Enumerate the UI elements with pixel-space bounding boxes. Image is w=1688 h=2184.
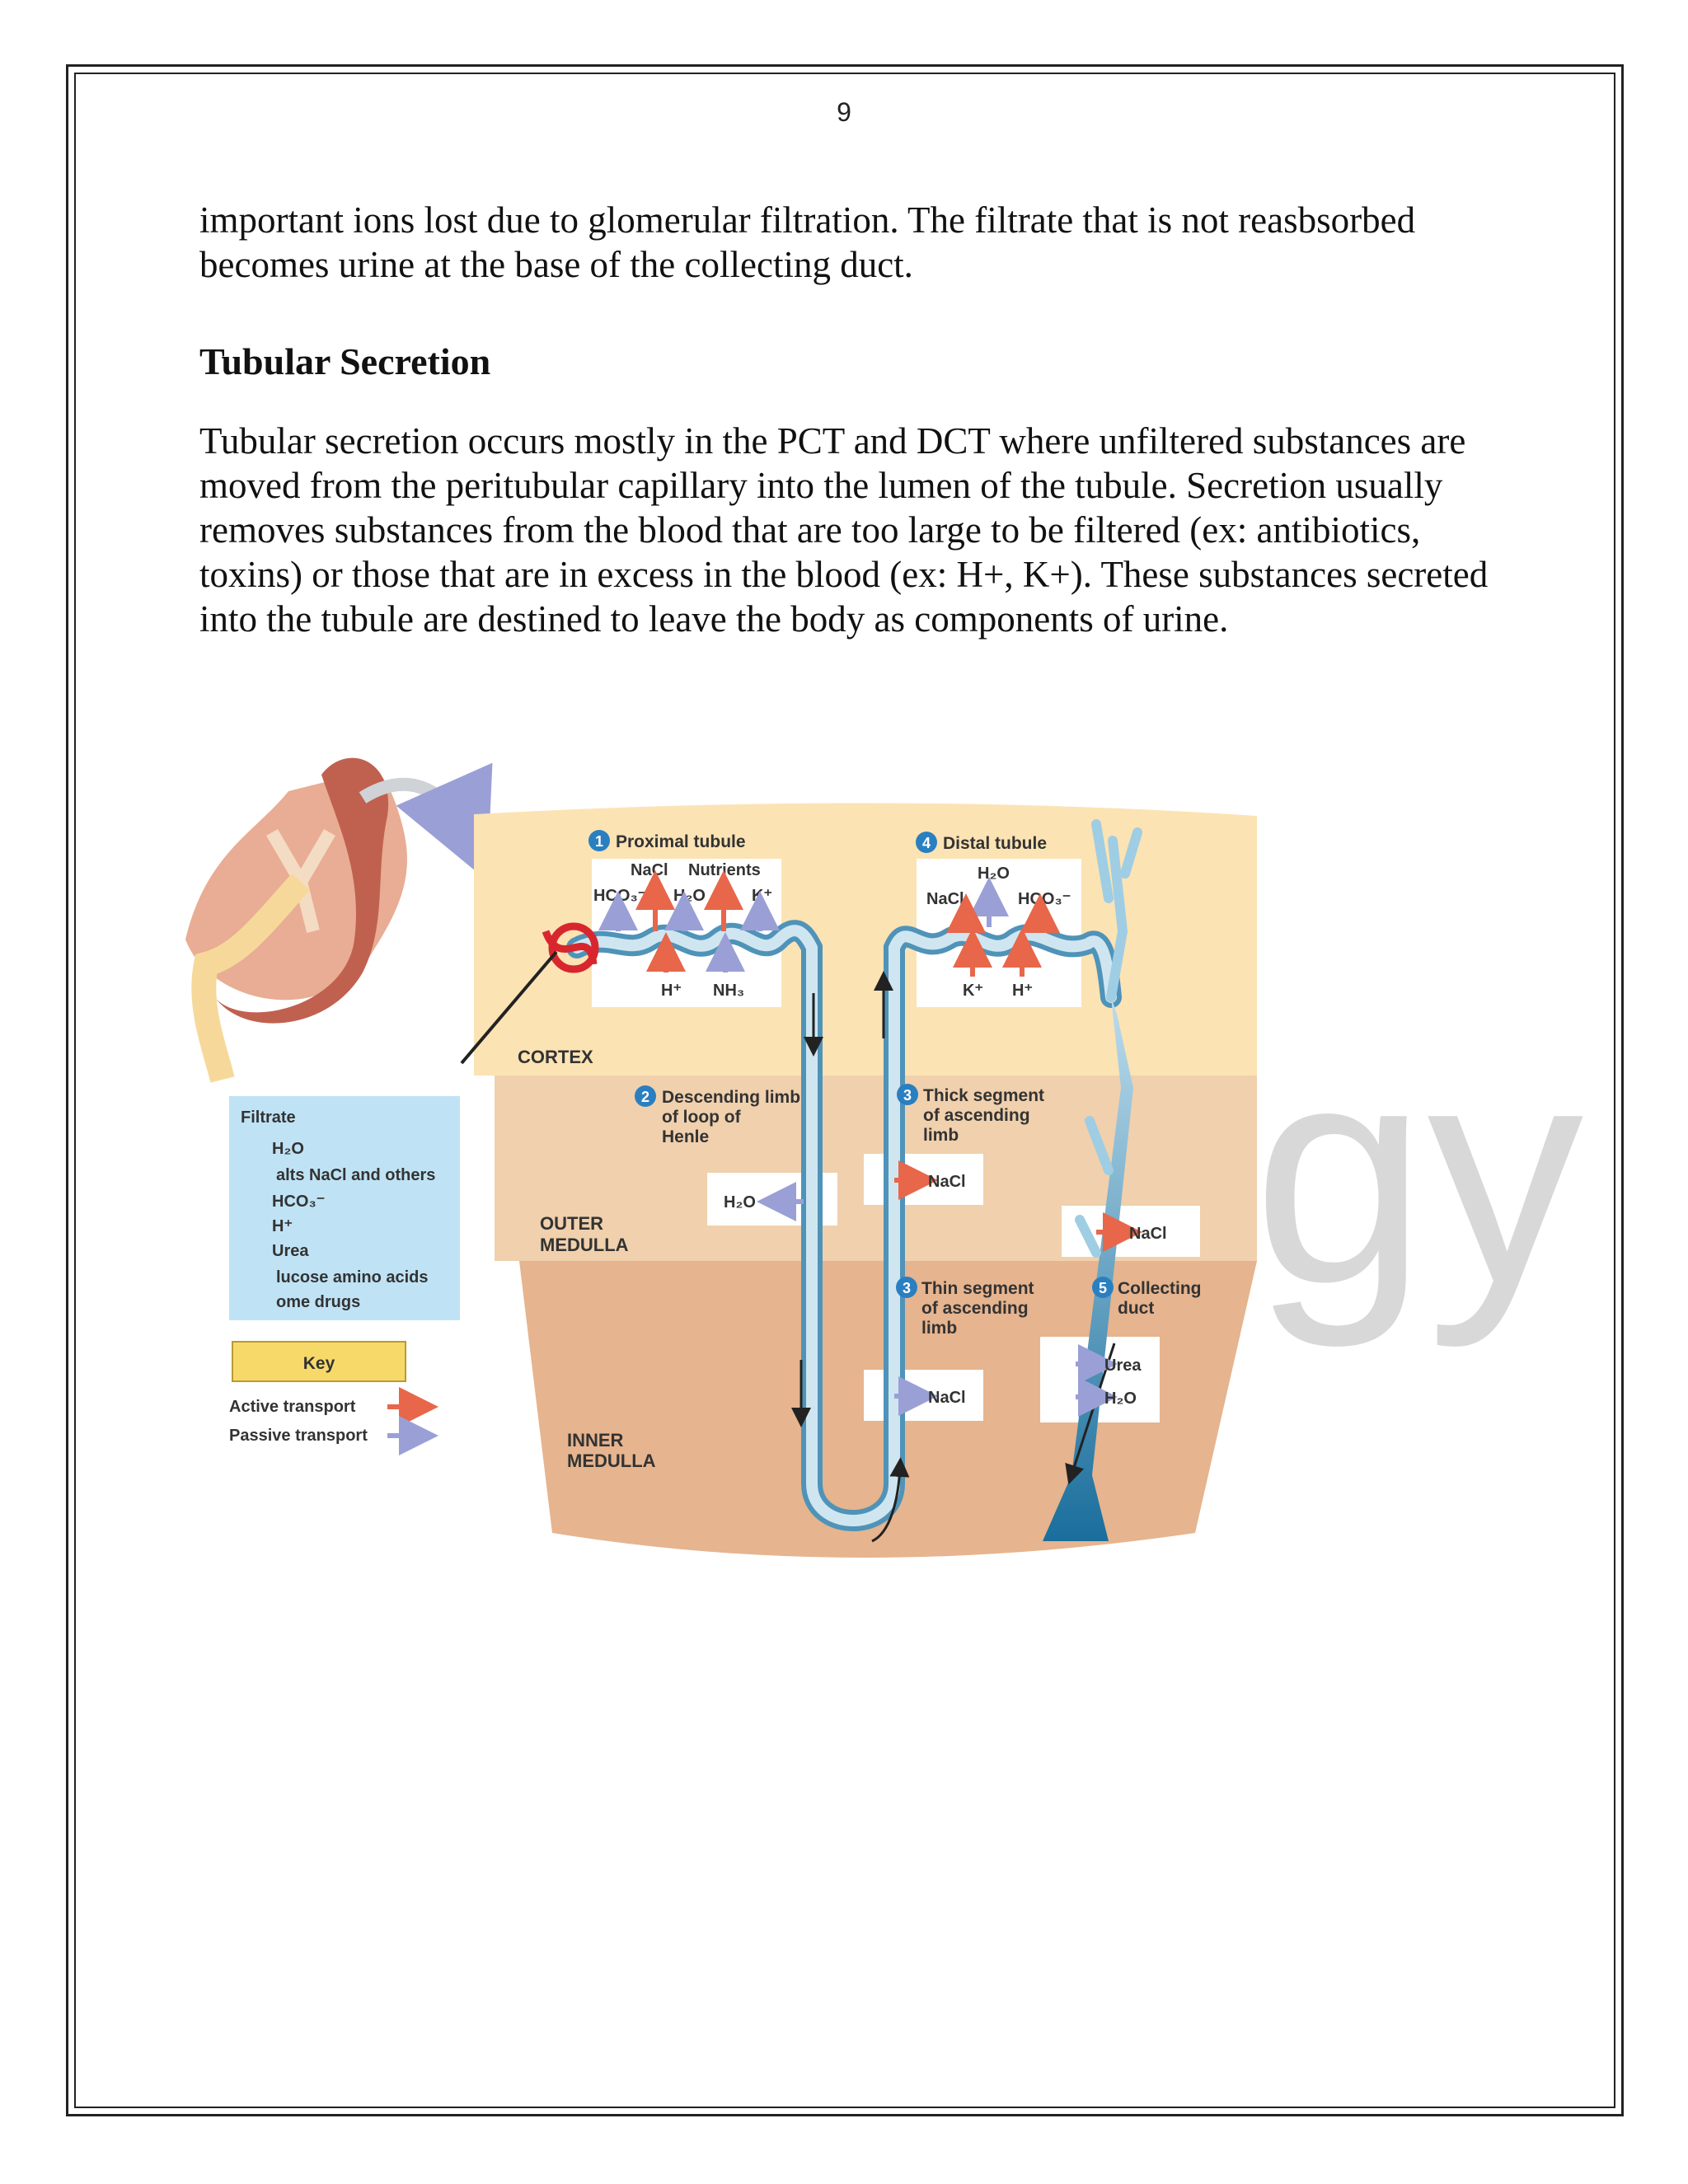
step-number: 3 — [903, 1280, 911, 1296]
page-border-inner — [74, 73, 1615, 2108]
thick-nacl-label: NaCl — [928, 1173, 966, 1191]
key-active-label: Active transport — [229, 1398, 356, 1416]
distal-tubule-title: Distal tubule — [943, 834, 1047, 853]
collecting-urea-label: Urea — [1104, 1357, 1142, 1375]
filtrate-item: Urea — [272, 1242, 309, 1260]
descending-line3: Henle — [662, 1127, 709, 1146]
thin-nacl-label: NaCl — [928, 1389, 966, 1407]
section-heading: Tubular Secretion — [199, 340, 491, 382]
distal-h2o-label: H₂O — [978, 865, 1010, 883]
outer-medulla-label-2: MEDULLA — [540, 1235, 629, 1255]
collecting-duct — [1043, 997, 1133, 1541]
thick-segment-section: 3 Thick segment of ascending limb NaCl — [894, 1084, 1044, 1200]
key-title: Key — [303, 1354, 335, 1373]
inner-medulla-label-2: MEDULLA — [567, 1451, 656, 1471]
thick-line2: of ascending — [923, 1106, 1030, 1125]
diagram-key: Key Active transport Passive transport — [229, 1341, 438, 1455]
descending-line1: Descending limb — [662, 1088, 800, 1107]
collecting-duct-section: NaCl 5 Collecting duct Urea H₂O — [1076, 1212, 1202, 1417]
descending-h2o-label: H₂O — [724, 1193, 756, 1212]
outer-medulla-label-1: OUTER — [540, 1213, 603, 1234]
collecting-line2: duct — [1118, 1299, 1154, 1318]
step-number: 4 — [922, 835, 931, 851]
distal-k-label: K⁺ — [963, 982, 983, 1000]
thin-line2: of ascending — [921, 1299, 1029, 1318]
filtrate-item: HCO₃⁻ — [272, 1193, 325, 1211]
thick-line1: Thick segment — [923, 1086, 1044, 1105]
filtrate-box: Filtrate H₂O alts NaCl and others HCO₃⁻ … — [229, 1096, 460, 1320]
watermark-text: gy — [1253, 998, 1583, 1350]
page-number: 9 — [837, 97, 851, 127]
cortex-label: CORTEX — [518, 1047, 593, 1067]
page-border-outer — [66, 64, 1624, 2116]
secretion-paragraph: Tubular secretion occurs mostly in the P… — [199, 420, 1489, 640]
distal-h-label: H⁺ — [1012, 982, 1033, 1000]
step-number: 3 — [903, 1087, 912, 1104]
filtrate-item: ome drugs — [276, 1293, 360, 1311]
proximal-h2o-label: H₂O — [673, 887, 706, 905]
proximal-hco3-label: HCO₃⁻ — [593, 887, 646, 905]
filtrate-title: Filtrate — [241, 1108, 296, 1127]
collecting-h2o-label: H₂O — [1104, 1390, 1137, 1408]
filtrate-item: alts NaCl and others — [276, 1166, 435, 1184]
thick-line3: limb — [923, 1126, 959, 1145]
proximal-tubule-title: Proximal tubule — [616, 832, 746, 851]
kidney-illustration — [185, 757, 493, 1083]
step-number: 1 — [595, 833, 603, 850]
filtrate-item: lucose amino acids — [276, 1268, 429, 1286]
flow-arrow — [871, 1457, 910, 1543]
proximal-k-label: K⁺ — [752, 887, 772, 905]
collecting-nacl-label: NaCl — [1129, 1225, 1167, 1243]
inner-medulla-label-1: INNER — [567, 1430, 624, 1451]
descending-limb-section: 2 Descending limb of loop of Henle H₂O — [635, 1085, 804, 1221]
proximal-nutrients-label: Nutrients — [688, 861, 761, 879]
thin-line3: limb — [921, 1319, 957, 1338]
thin-line1: Thin segment — [921, 1279, 1034, 1298]
proximal-nh3-label: NH₃ — [713, 982, 744, 1000]
step-number: 5 — [1099, 1280, 1107, 1296]
glomerulus — [460, 922, 599, 1065]
distal-hco3-label: HCO₃⁻ — [1018, 890, 1071, 908]
proximal-tubule-section: 1 Proximal tubule NaCl Nutrients HCO₃⁻ H… — [588, 830, 780, 1000]
thin-segment-section: 3 Thin segment of ascending limb NaCl — [894, 1277, 1034, 1416]
filtrate-item: H₂O — [272, 1140, 304, 1158]
step-number: 2 — [641, 1089, 649, 1105]
collecting-line1: Collecting — [1118, 1279, 1202, 1298]
descending-line2: of loop of — [662, 1108, 742, 1127]
filtrate-item: H⁺ — [272, 1217, 293, 1235]
proximal-nacl-label: NaCl — [631, 861, 668, 879]
distal-nacl-label: NaCl — [926, 890, 964, 908]
intro-paragraph: important ions lost due to glomerular fi… — [199, 199, 1416, 285]
key-passive-label: Passive transport — [229, 1427, 368, 1445]
proximal-h-label: H⁺ — [661, 982, 682, 1000]
nephron-tubule — [566, 920, 1122, 1531]
distal-tubule-section: 4 Distal tubule H₂O NaCl HCO₃⁻ K⁺ H⁺ — [916, 832, 1071, 1000]
